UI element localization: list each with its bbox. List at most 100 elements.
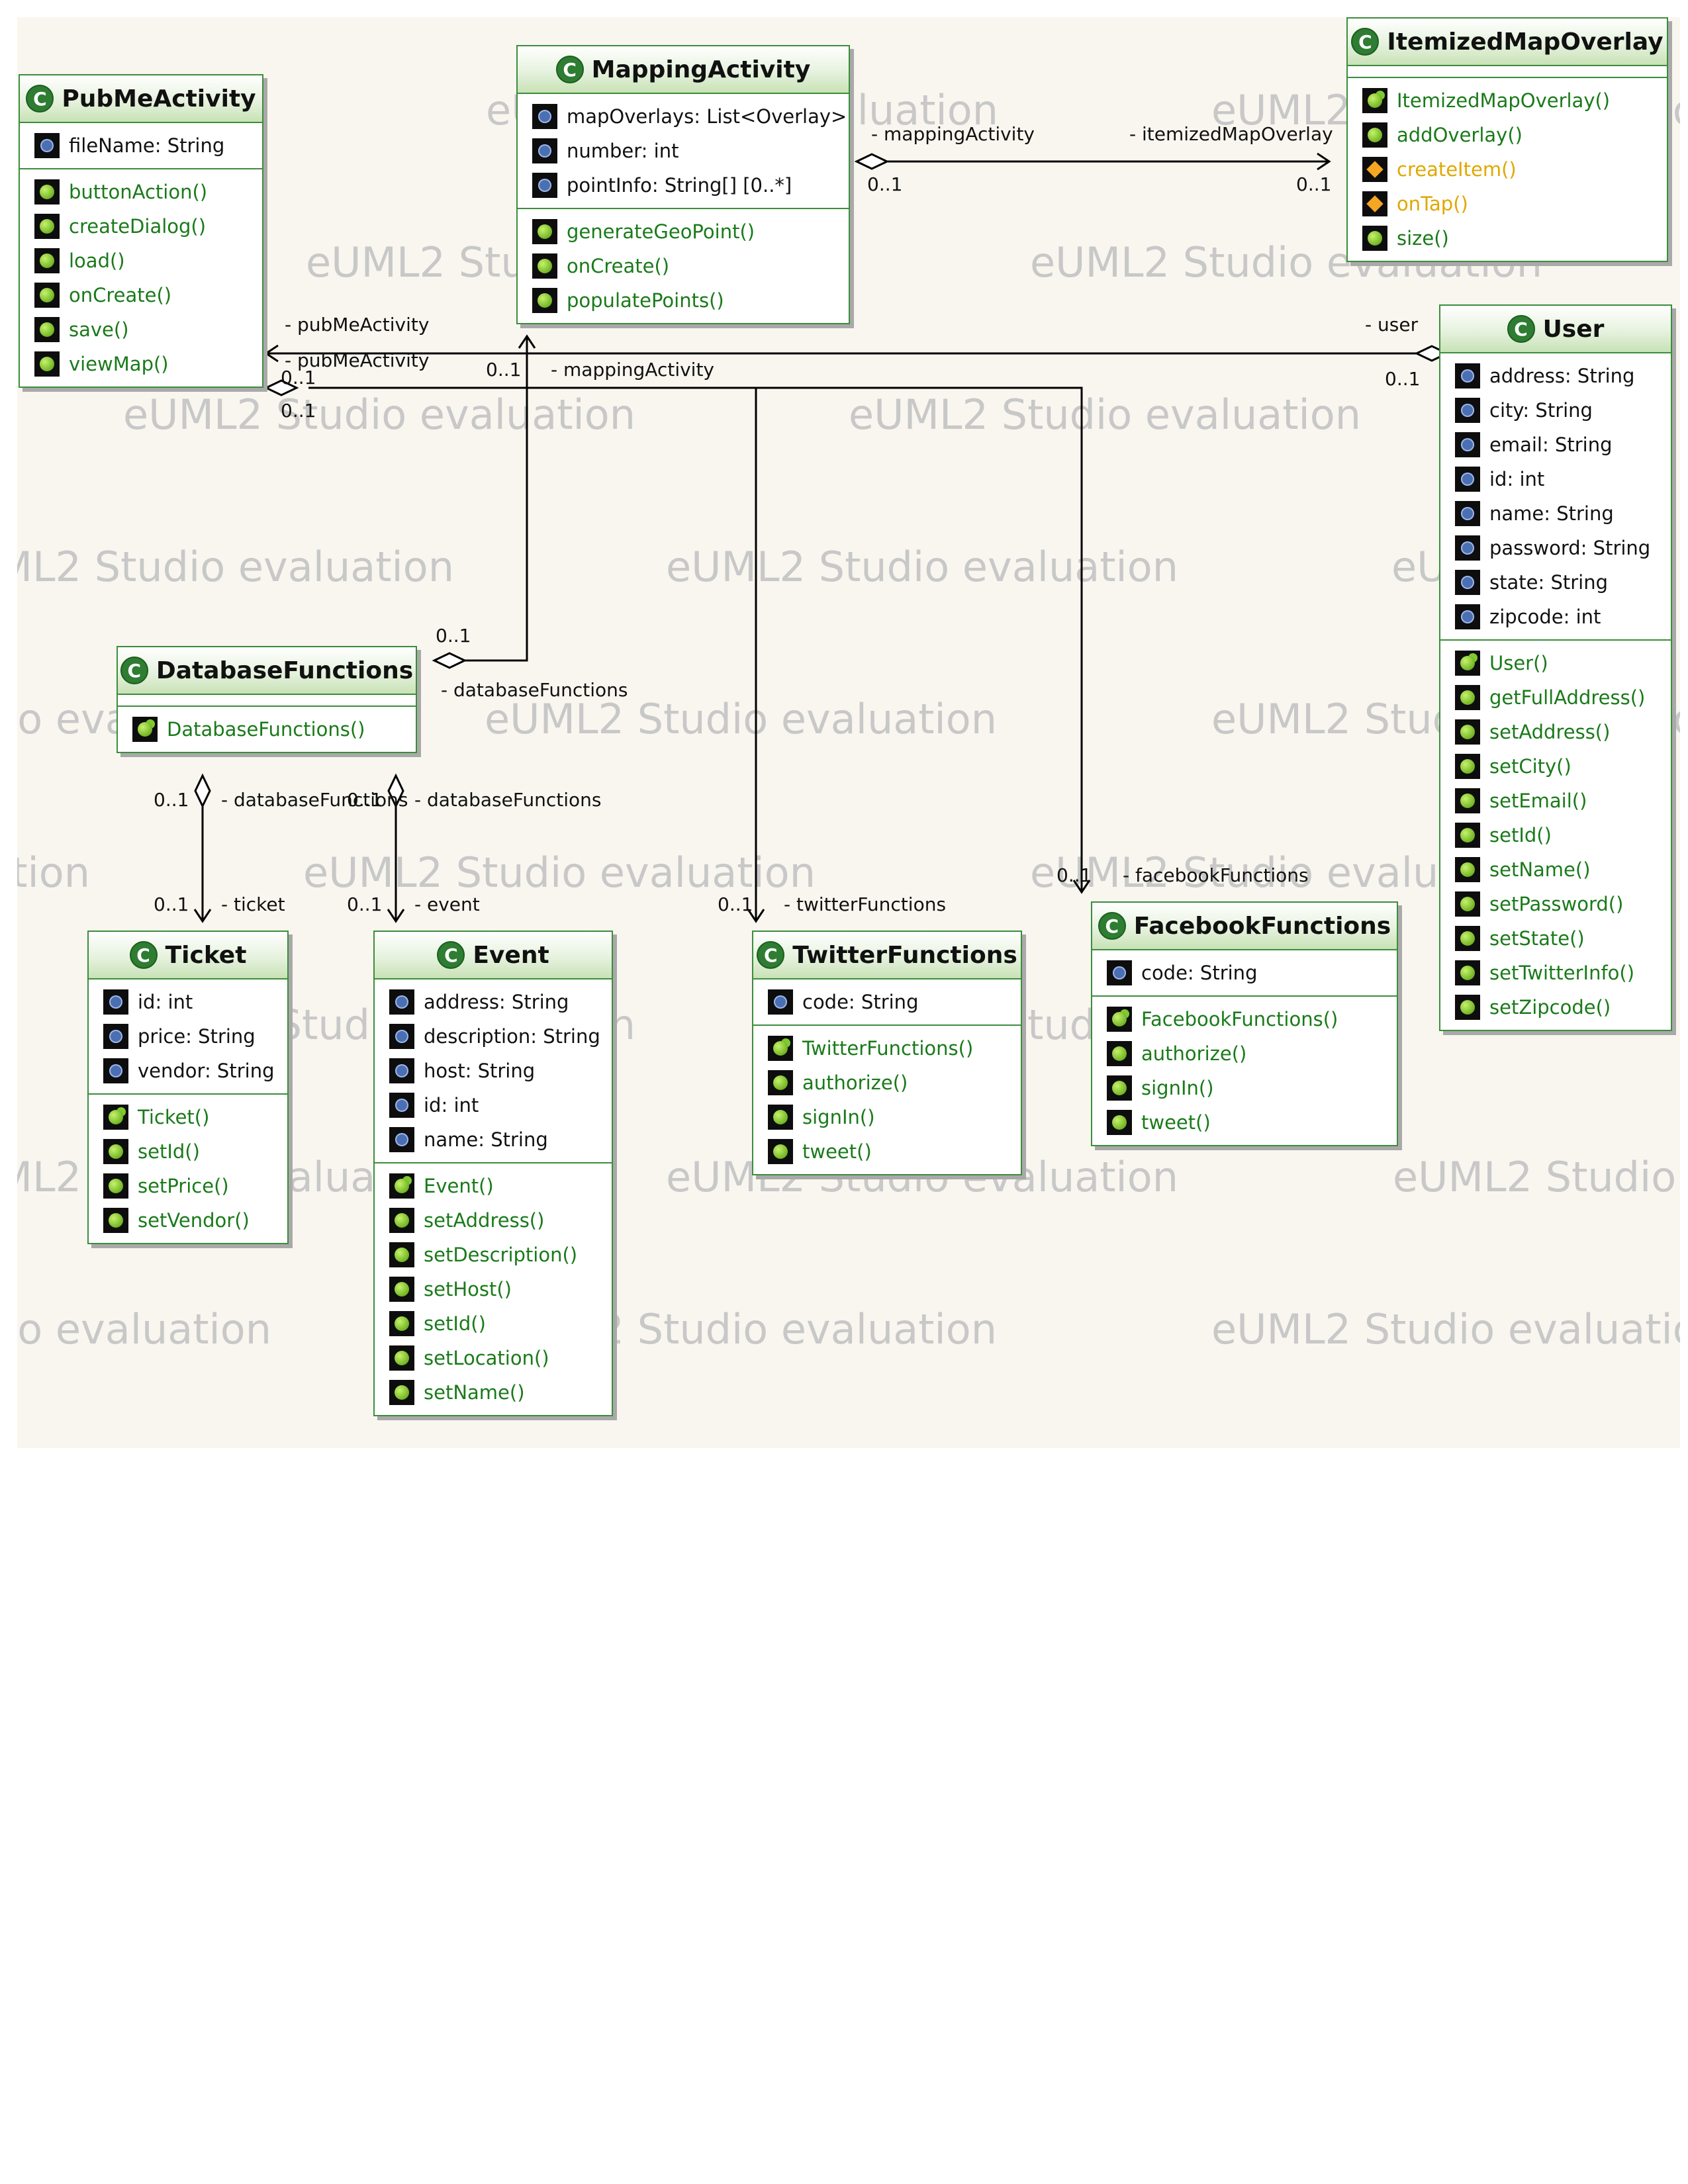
role-label: - twitterFunctions	[784, 893, 947, 915]
multiplicity-label: 0..1	[486, 359, 522, 381]
method-icon	[532, 288, 557, 313]
class-pubmeactivity[interactable]: C PubMeActivity fileName: String buttonA…	[19, 74, 263, 388]
class-name: User	[1542, 315, 1605, 343]
field-icon	[389, 1024, 414, 1049]
operation-row: signIn()	[1092, 1071, 1397, 1105]
method-icon	[1107, 1075, 1132, 1101]
aggregation-diamond	[263, 379, 299, 396]
method-icon	[34, 214, 60, 239]
class-icon: C	[120, 657, 148, 684]
assoc-pubme-dbf	[308, 387, 1083, 892]
field-icon	[1455, 604, 1480, 629]
class-itemizedmapoverlay[interactable]: C ItemizedMapOverlay ItemizedMapOverlay(…	[1346, 17, 1668, 262]
multiplicity-label: 0..1	[347, 893, 383, 915]
constructor-icon	[1455, 651, 1480, 676]
protected-method-icon	[1362, 157, 1387, 182]
class-databasefunctions[interactable]: C DatabaseFunctions DatabaseFunctions()	[117, 646, 417, 753]
operation-row: setZipcode()	[1440, 990, 1671, 1024]
class-header: C ItemizedMapOverlay	[1348, 19, 1667, 66]
method-icon	[34, 317, 60, 342]
attribute-compartment	[118, 695, 416, 705]
operation-row: setName()	[375, 1375, 612, 1410]
operation-row: tweet()	[753, 1134, 1021, 1169]
operation-row: onCreate()	[518, 249, 849, 283]
attribute-row: name: String	[1440, 496, 1671, 531]
method-icon	[1362, 226, 1387, 251]
field-icon	[103, 1058, 128, 1083]
attribute-compartment: mapOverlays: List<Overlay> number: int p…	[518, 94, 849, 208]
operation-row: viewMap()	[20, 347, 262, 381]
multiplicity-label: 0..1	[436, 625, 471, 647]
protected-method-icon	[1362, 191, 1387, 216]
class-header: C TwitterFunctions	[753, 932, 1021, 979]
operation-row: setPassword()	[1440, 887, 1671, 921]
class-ticket[interactable]: C Ticket id: int price: String vendor: S…	[87, 931, 289, 1244]
method-icon	[103, 1139, 128, 1164]
attribute-compartment: id: int price: String vendor: String	[89, 979, 287, 1093]
method-icon	[532, 253, 557, 279]
operation-row: Ticket()	[89, 1100, 287, 1134]
class-mappingactivity[interactable]: C MappingActivity mapOverlays: List<Over…	[516, 45, 850, 324]
class-facebookfunctions[interactable]: C FacebookFunctions code: String Faceboo…	[1091, 901, 1398, 1146]
method-icon	[103, 1208, 128, 1233]
operation-compartment: DatabaseFunctions()	[118, 705, 416, 752]
operation-row: createDialog()	[20, 209, 262, 244]
operation-row: setPrice()	[89, 1169, 287, 1203]
multiplicity-label: 0..1	[867, 173, 903, 195]
role-label: - databaseFunctions	[221, 789, 408, 811]
class-twitterfunctions[interactable]: C TwitterFunctions code: String TwitterF…	[752, 931, 1022, 1175]
operation-row: setState()	[1440, 921, 1671, 956]
attribute-row: address: String	[1440, 359, 1671, 393]
field-icon	[1107, 960, 1132, 985]
operation-row: save()	[20, 312, 262, 347]
operation-row: tweet()	[1092, 1105, 1397, 1140]
operation-row: setDescription()	[375, 1238, 612, 1272]
role-label: - user	[1365, 314, 1419, 336]
constructor-icon	[389, 1173, 414, 1199]
method-icon	[1455, 995, 1480, 1020]
method-icon	[389, 1380, 414, 1405]
aggregation-diamond	[854, 153, 890, 170]
arrowhead	[387, 909, 405, 923]
diagram-canvas: eUML2 Studio evaluation eUML2 Studio eva…	[17, 17, 1680, 1448]
field-icon	[1455, 467, 1480, 492]
class-icon: C	[1098, 912, 1126, 940]
class-event[interactable]: C Event address: String description: Str…	[373, 931, 613, 1416]
method-icon	[1455, 857, 1480, 882]
method-icon	[1455, 719, 1480, 745]
class-header: C PubMeActivity	[20, 75, 262, 123]
field-icon	[1455, 398, 1480, 423]
method-icon	[1107, 1041, 1132, 1066]
class-name: FacebookFunctions	[1133, 912, 1391, 940]
operation-compartment: FacebookFunctions() authorize() signIn()…	[1092, 995, 1397, 1145]
class-user[interactable]: C User address: String city: String emai…	[1439, 304, 1672, 1031]
class-name: Ticket	[165, 941, 247, 969]
multiplicity-label: 0..1	[154, 789, 189, 811]
class-header: C MappingActivity	[518, 46, 849, 94]
method-icon	[1362, 122, 1387, 148]
operation-compartment: buttonAction() createDialog() load() onC…	[20, 168, 262, 387]
arrowhead	[193, 909, 212, 923]
class-name: Event	[473, 941, 549, 969]
method-icon	[1455, 891, 1480, 917]
attribute-row: vendor: String	[89, 1054, 287, 1088]
operation-row: addOverlay()	[1348, 118, 1667, 152]
method-icon	[1455, 788, 1480, 813]
attribute-row: description: String	[375, 1019, 612, 1054]
method-icon	[103, 1173, 128, 1199]
attribute-row: fileName: String	[20, 128, 262, 163]
attribute-row: host: String	[375, 1054, 612, 1088]
operation-row: setCity()	[1440, 749, 1671, 784]
attribute-row: number: int	[518, 134, 849, 168]
method-icon	[1455, 960, 1480, 985]
operation-compartment: Ticket() setId() setPrice() setVendor()	[89, 1093, 287, 1243]
field-icon	[1455, 570, 1480, 595]
method-icon	[768, 1070, 793, 1095]
attribute-row: id: int	[89, 985, 287, 1019]
attribute-compartment: address: String city: String email: Stri…	[1440, 353, 1671, 639]
attribute-row: mapOverlays: List<Overlay>	[518, 99, 849, 134]
class-icon: C	[757, 941, 785, 969]
class-header: C User	[1440, 306, 1671, 353]
field-icon	[389, 989, 414, 1015]
operation-row: setId()	[89, 1134, 287, 1169]
